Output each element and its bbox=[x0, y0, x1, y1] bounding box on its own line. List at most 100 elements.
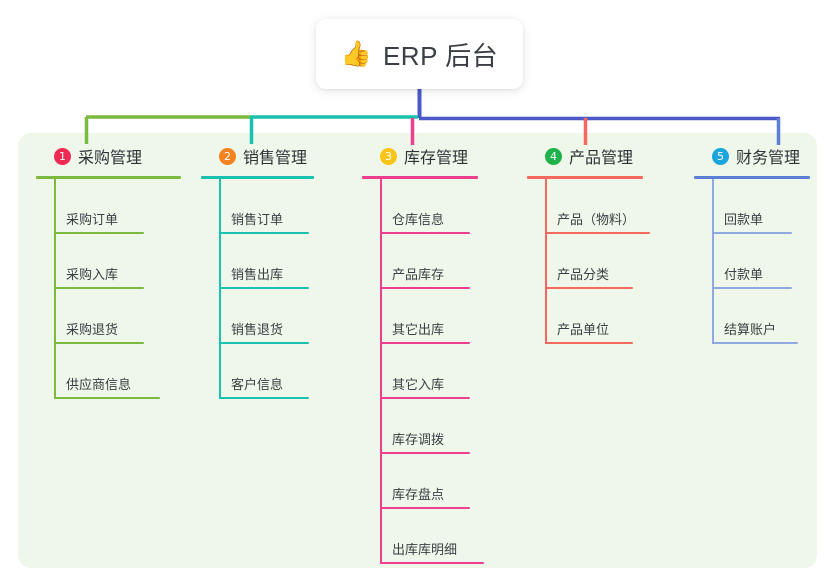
column-badge-4: 4 bbox=[545, 147, 562, 165]
leaf-item-rule bbox=[380, 342, 470, 344]
column-title-4: 产品管理 bbox=[569, 150, 634, 167]
leaf-item-label: 供应商信息 bbox=[66, 377, 132, 392]
thumbs-up-icon: 👍 bbox=[340, 39, 372, 68]
leaf-item-rule bbox=[54, 397, 160, 399]
root-node-title: ERP 后台 bbox=[382, 40, 499, 71]
leaf-item-rule bbox=[54, 342, 144, 344]
column-title-5: 财务管理 bbox=[736, 150, 801, 167]
column-4: 4 产品管理产品（物料） 产品分类产品单位 bbox=[527, 144, 650, 344]
leaf-item-rule bbox=[219, 342, 309, 344]
leaf-item-label: 客户信息 bbox=[231, 377, 284, 392]
leaf-item[interactable]: 销售退货 bbox=[201, 289, 314, 344]
leaf-item-rule bbox=[54, 287, 144, 289]
leaf-item[interactable]: 付款单 bbox=[694, 234, 810, 289]
column-2: 2 销售管理销售订单销售出库销售退货客户信息 bbox=[201, 144, 314, 399]
column-badge-1: 1 bbox=[54, 147, 71, 165]
leaf-item-rule bbox=[219, 287, 309, 289]
column-header-1[interactable]: 1 采购管理 bbox=[36, 144, 181, 168]
leaf-item[interactable]: 出库库明细 bbox=[362, 509, 484, 564]
column-spine-1 bbox=[54, 179, 56, 399]
leaf-item-rule bbox=[380, 452, 470, 454]
leaf-item-rule bbox=[380, 287, 470, 289]
column-items-1: 采购订单采购入库采购退货供应商信息 bbox=[36, 179, 181, 399]
column-spine-2 bbox=[219, 179, 221, 399]
leaf-item-label: 产品分类 bbox=[557, 267, 610, 282]
leaf-item[interactable]: 产品（物料） bbox=[527, 179, 650, 234]
column-5: 5 财务管理回款单付款单结算账户 bbox=[694, 144, 810, 344]
leaf-item[interactable]: 回款单 bbox=[694, 179, 810, 234]
leaf-item[interactable]: 其它出库 bbox=[362, 289, 478, 344]
column-rule-5 bbox=[694, 176, 810, 179]
diagram-panel bbox=[18, 133, 817, 568]
column-header-2[interactable]: 2 销售管理 bbox=[201, 144, 314, 168]
leaf-item[interactable]: 产品分类 bbox=[527, 234, 643, 289]
leaf-item[interactable]: 采购退货 bbox=[36, 289, 181, 344]
leaf-item-label: 仓库信息 bbox=[392, 212, 445, 227]
leaf-item-label: 其它出库 bbox=[392, 322, 445, 337]
leaf-item[interactable]: 采购订单 bbox=[36, 179, 181, 234]
leaf-item[interactable]: 销售出库 bbox=[201, 234, 314, 289]
leaf-item[interactable]: 客户信息 bbox=[201, 344, 314, 399]
column-items-3: 仓库信息产品库存其它出库其它入库库存调拨库存盘点出库库明细 bbox=[362, 179, 484, 564]
leaf-item-label: 销售订单 bbox=[231, 212, 284, 227]
leaf-item[interactable]: 产品单位 bbox=[527, 289, 643, 344]
leaf-item-rule bbox=[380, 562, 484, 564]
column-title-2: 销售管理 bbox=[243, 150, 308, 167]
leaf-item-rule bbox=[712, 232, 792, 234]
column-rule-2 bbox=[201, 176, 314, 179]
leaf-item-rule bbox=[545, 287, 633, 289]
column-rule-1 bbox=[36, 176, 181, 179]
leaf-item-rule bbox=[219, 397, 309, 399]
leaf-item-label: 库存盘点 bbox=[392, 487, 445, 502]
column-header-5[interactable]: 5 财务管理 bbox=[694, 144, 810, 168]
root-node[interactable]: 👍 ERP 后台 bbox=[316, 19, 523, 89]
leaf-item-label: 库存调拨 bbox=[392, 432, 445, 447]
leaf-item[interactable]: 库存调拨 bbox=[362, 399, 478, 454]
column-rule-4 bbox=[527, 176, 643, 179]
leaf-item[interactable]: 采购入库 bbox=[36, 234, 181, 289]
leaf-item-rule bbox=[712, 287, 792, 289]
column-items-4: 产品（物料） 产品分类产品单位 bbox=[527, 179, 650, 344]
column-badge-5: 5 bbox=[712, 147, 729, 165]
leaf-item[interactable]: 其它入库 bbox=[362, 344, 478, 399]
column-3: 3 库存管理仓库信息产品库存其它出库其它入库库存调拨库存盘点出库库明细 bbox=[362, 144, 484, 564]
column-spine-3 bbox=[380, 179, 382, 564]
leaf-item[interactable]: 结算账户 bbox=[694, 289, 810, 344]
column-header-4[interactable]: 4 产品管理 bbox=[527, 144, 643, 168]
leaf-item-rule bbox=[380, 397, 470, 399]
leaf-item-label: 采购入库 bbox=[66, 267, 119, 282]
root-node-content: 👍 ERP 后台 bbox=[341, 36, 498, 73]
leaf-item-rule bbox=[712, 342, 798, 344]
leaf-item-label: 出库库明细 bbox=[392, 542, 458, 557]
leaf-item-rule bbox=[545, 232, 650, 234]
leaf-item-rule bbox=[219, 232, 309, 234]
leaf-item-label: 销售退货 bbox=[231, 322, 284, 337]
leaf-item-label: 付款单 bbox=[724, 267, 764, 282]
column-rule-3 bbox=[362, 176, 478, 179]
column-badge-2: 2 bbox=[219, 147, 236, 165]
column-title-3: 库存管理 bbox=[404, 150, 469, 167]
leaf-item[interactable]: 供应商信息 bbox=[36, 344, 181, 399]
leaf-item-label: 结算账户 bbox=[724, 322, 777, 337]
leaf-item-label: 产品（物料） bbox=[557, 212, 636, 227]
column-spine-4 bbox=[545, 179, 547, 344]
column-items-5: 回款单付款单结算账户 bbox=[694, 179, 810, 344]
leaf-item[interactable]: 仓库信息 bbox=[362, 179, 478, 234]
column-title-1: 采购管理 bbox=[78, 150, 143, 167]
leaf-item-rule bbox=[545, 342, 633, 344]
leaf-item-rule bbox=[380, 507, 470, 509]
leaf-item-rule bbox=[380, 232, 470, 234]
column-1: 1 采购管理采购订单采购入库采购退货供应商信息 bbox=[36, 144, 181, 399]
leaf-item-label: 销售出库 bbox=[231, 267, 284, 282]
leaf-item[interactable]: 销售订单 bbox=[201, 179, 314, 234]
leaf-item-label: 采购退货 bbox=[66, 322, 119, 337]
leaf-item[interactable]: 库存盘点 bbox=[362, 454, 478, 509]
leaf-item-label: 其它入库 bbox=[392, 377, 445, 392]
column-badge-3: 3 bbox=[380, 147, 397, 165]
column-items-2: 销售订单销售出库销售退货客户信息 bbox=[201, 179, 314, 399]
leaf-item-label: 产品单位 bbox=[557, 322, 610, 337]
leaf-item[interactable]: 产品库存 bbox=[362, 234, 478, 289]
column-header-3[interactable]: 3 库存管理 bbox=[362, 144, 478, 168]
leaf-item-label: 回款单 bbox=[724, 212, 764, 227]
